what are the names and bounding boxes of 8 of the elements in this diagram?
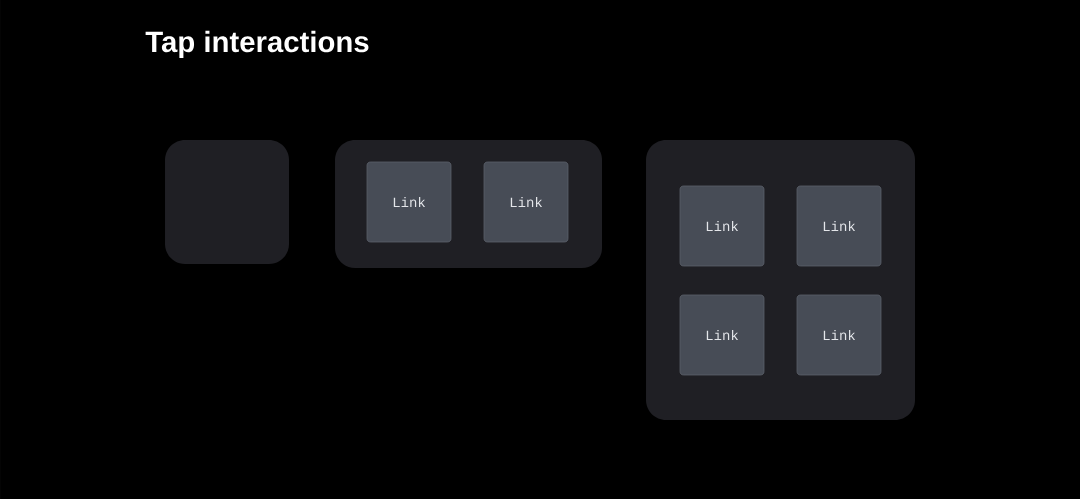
link-tile: Link bbox=[796, 185, 882, 267]
title: Tap interactions bbox=[145, 30, 369, 59]
rounded-panel bbox=[165, 140, 289, 264]
link-tile: Link bbox=[483, 161, 569, 243]
link-tile: Link bbox=[679, 294, 765, 376]
link-tile: Link bbox=[366, 161, 452, 243]
link-tile: Link bbox=[796, 294, 882, 376]
link-tile: Link bbox=[679, 185, 765, 267]
